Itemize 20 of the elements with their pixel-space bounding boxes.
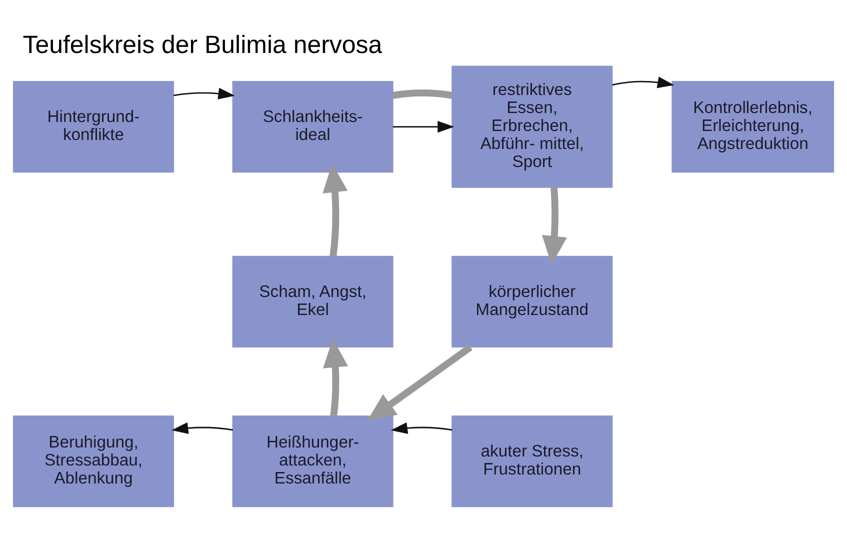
arrow [322,338,348,417]
arrow [366,344,472,422]
arrow [172,422,233,434]
node-box: körperlicher Mangelzustand [452,256,613,348]
node-box: Schlankheits- ideal [232,81,394,173]
node-box: restriktives Essen, Erbrechen, Abführ- mittel, Sport [452,66,613,188]
arrow [542,187,567,265]
node-box: akuter Stress, Frustrationen [452,416,613,508]
arrow [392,120,454,133]
node-box: Beruhigung, Stressabbau, Ablenkung [12,416,174,508]
connector [392,90,453,99]
arrow [390,422,452,434]
node-box: Heißhunger- attacken, Essanfälle [232,416,394,508]
arrow [173,88,235,100]
node-box: Hintergrund- konflikte [12,81,174,173]
arrow [322,163,348,257]
arrow [612,76,674,88]
diagram-title: Teufelskreis der Bulimia nervosa [22,31,382,60]
node-box: Scham, Angst, Ekel [232,256,394,348]
node-box: Kontrollerlebnis, Erleichterung, Angstreduktion [672,81,834,173]
